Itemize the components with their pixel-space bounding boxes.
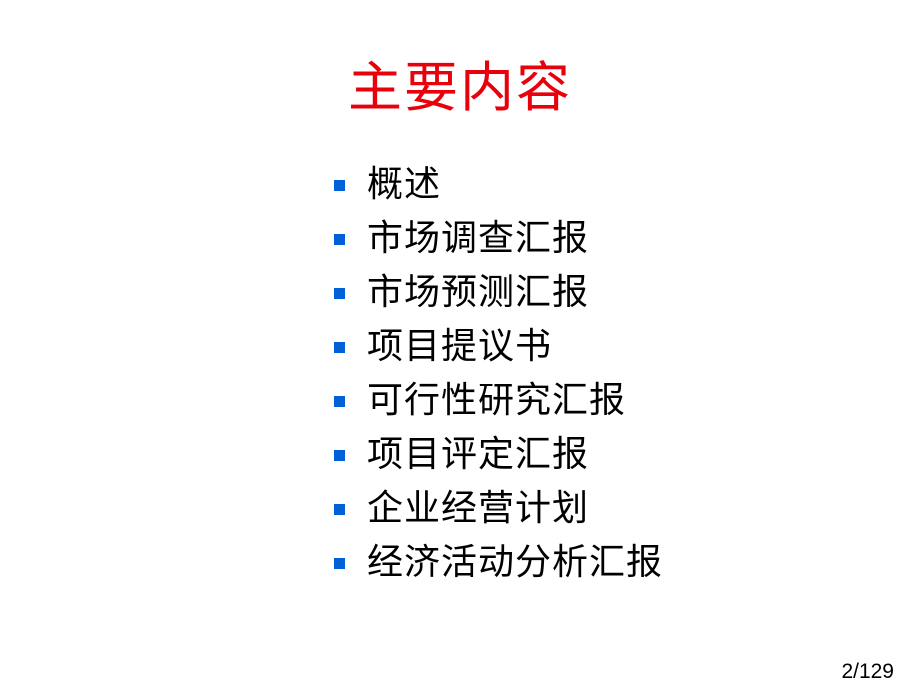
list-item-label: 市场调查汇报	[367, 218, 590, 259]
list-item-label: 市场预测汇报	[367, 272, 590, 313]
square-bullet-icon	[334, 287, 345, 299]
list-item: 市场调查汇报	[334, 212, 663, 266]
list-item-label: 概述	[367, 164, 442, 205]
list-item: 经济活动分析汇报	[334, 536, 663, 590]
square-bullet-icon	[334, 233, 345, 245]
square-bullet-icon	[334, 449, 345, 461]
list-item: 市场预测汇报	[334, 266, 663, 320]
list-item-label: 可行性研究汇报	[367, 380, 627, 421]
list-item-label: 经济活动分析汇报	[367, 542, 664, 583]
list-item: 项目提议书	[334, 320, 663, 374]
square-bullet-icon	[334, 503, 345, 515]
list-item: 概述	[334, 158, 663, 212]
list-item-label: 项目评定汇报	[367, 434, 590, 475]
square-bullet-icon	[334, 179, 345, 191]
content-list: 概述 市场调查汇报 市场预测汇报 项目提议书 可行性研究汇报 项目评定汇报 企业…	[334, 158, 663, 590]
list-item: 企业经营计划	[334, 482, 663, 536]
square-bullet-icon	[334, 557, 345, 569]
square-bullet-icon	[334, 341, 345, 353]
list-item: 项目评定汇报	[334, 428, 663, 482]
square-bullet-icon	[334, 395, 345, 407]
slide-title: 主要内容	[348, 56, 572, 119]
list-item: 可行性研究汇报	[334, 374, 663, 428]
list-item-label: 项目提议书	[367, 326, 553, 367]
list-item-label: 企业经营计划	[367, 488, 590, 529]
page-number: 2/129	[841, 660, 894, 683]
